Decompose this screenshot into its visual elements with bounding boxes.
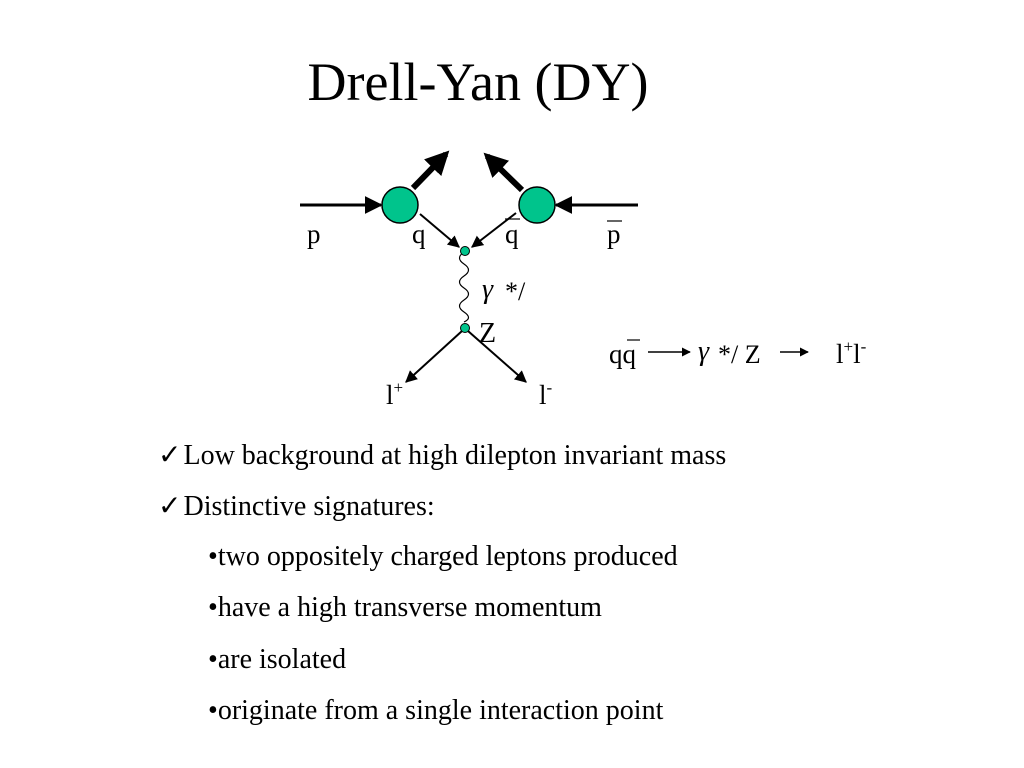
bullet-main-1: ✓Low background at high dilepton invaria…	[158, 440, 727, 471]
proton-blob	[381, 186, 419, 224]
bullet-sub-3: •are isolated	[208, 644, 347, 675]
lepton-plus-line	[405, 330, 463, 383]
bullet-main-2: ✓Distinctive signatures:	[158, 491, 435, 522]
spectator-jet-left	[410, 150, 450, 191]
bullet-sub-4: •originate from a single interaction poi…	[208, 695, 664, 726]
spectator-jet-right	[483, 152, 525, 193]
slide-title: Drell-Yan (DY)	[307, 52, 649, 112]
reaction-gamma: γ	[698, 336, 710, 367]
check-icon: ✓	[158, 440, 182, 471]
bullet-dot-icon: •	[208, 541, 218, 572]
label-pbar: p	[607, 219, 621, 249]
label-p: p	[307, 219, 321, 249]
reaction-initial-state: qq	[609, 339, 637, 369]
reaction-equation: qq γ */ Z l+l-	[609, 336, 867, 369]
reaction-final-state: l+l-	[836, 337, 867, 369]
bullet-sub-1: •two oppositely charged leptons produced	[208, 541, 678, 572]
antiproton-blob	[518, 186, 556, 224]
bullet-dot-icon: •	[208, 592, 218, 623]
label-boson-star: */	[505, 277, 526, 306]
upper-vertex	[460, 246, 470, 256]
label-z: Z	[479, 318, 496, 349]
label-lepton-plus: l+	[386, 378, 403, 410]
label-lepton-minus: l-	[539, 378, 553, 410]
label-gamma: γ	[482, 274, 494, 305]
bullet-dot-icon: •	[208, 695, 218, 726]
drell-yan-feynman-diagram: p q q p γ */ Z l+ l- qq γ */ Z l+l-	[300, 150, 867, 410]
label-q: q	[412, 219, 426, 249]
check-icon: ✓	[158, 491, 182, 522]
label-qbar: q	[505, 219, 519, 249]
bullet-dot-icon: •	[208, 644, 218, 675]
lower-vertex	[460, 323, 470, 333]
bullet-sub-2: •have a high transverse momentum	[208, 592, 602, 623]
boson-propagator-wavy-line	[458, 251, 470, 323]
quark-line	[419, 213, 460, 248]
lepton-minus-line	[467, 330, 527, 383]
reaction-intermediate-state: */ Z	[718, 340, 761, 369]
